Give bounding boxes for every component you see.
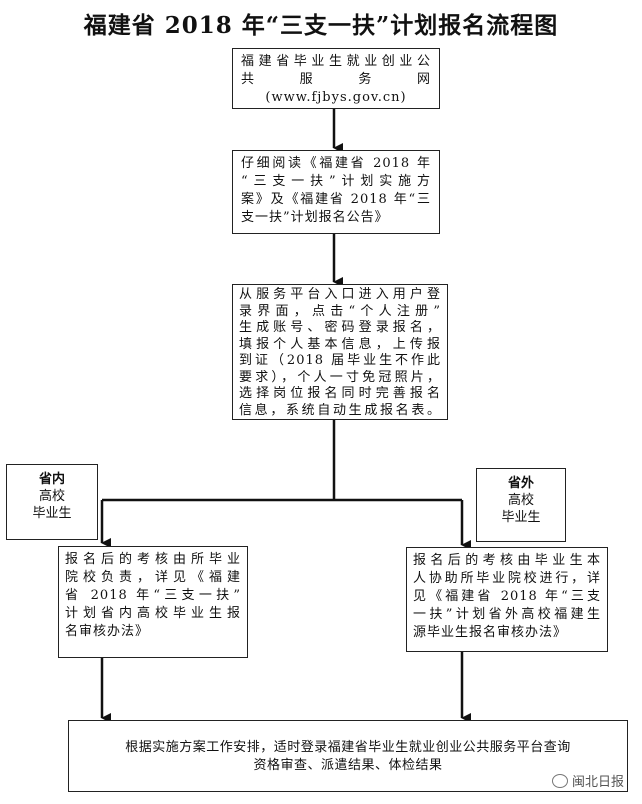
box-inside-review: 报名后的考核由所毕业 院校负责，详见《福建 省 2018 年“三支一扶” 计划省… — [58, 546, 248, 658]
page-title: 福建省 2018 年“三支一扶”计划报名流程图 — [83, 12, 559, 39]
watermark: 闽北日报 — [551, 771, 624, 790]
box-line: 根据实施方案工作安排，适时登录福建省毕业生就业创业公共服务平台查询 — [125, 740, 571, 755]
box-line: 支一扶”计划报名公告》 — [241, 210, 389, 225]
box-line: 见《福建省 2018 年“三支 — [413, 589, 601, 604]
box-outside-review: 报名后的考核由毕业生本 人协助所毕业院校进行，详 见《福建省 2018 年“三支… — [406, 547, 608, 652]
label-line: 高校 — [507, 493, 534, 508]
box-line: 从服务平台入口进入用户登 — [239, 287, 441, 302]
box-line: 报名后的考核由毕业生本 — [413, 553, 601, 568]
box-read-documents: 仔细阅读《福建省 2018 年 “三支一扶”计划实施方 案》及《福建省 2018… — [232, 150, 440, 234]
box-line: 仔细阅读《福建省 2018 年 — [241, 156, 431, 171]
box-line: 省 2018 年“三支一扶” — [65, 588, 241, 603]
box-line: 填报个人基本信息，上传报 — [239, 336, 441, 352]
box-website: 福建省毕业生就业创业公 共 服 务 网 (www.fjbys.gov.cn) — [232, 48, 440, 109]
box-line: 信息，系统自动生成报名表。 — [239, 402, 441, 418]
box-line: 选择岗位报名同时完善报名 — [239, 386, 441, 401]
box-line: 源毕业生报名审核办法》 — [413, 625, 568, 640]
box-line: 报名后的考核由所毕业 — [65, 552, 241, 567]
box-line: 资格审查、派遣结果、体检结果 — [253, 758, 443, 773]
label-outside-province: 省外 高校 毕业生 — [476, 468, 566, 542]
wechat-icon — [551, 774, 568, 788]
box-line: 到证（2018 届毕业生不作此 — [239, 353, 441, 368]
label-inside-province: 省内 高校 毕业生 — [6, 464, 98, 540]
box-line: 一扶”计划省外高校福建生 — [413, 607, 601, 622]
box-line: 院校负责，详见《福建 — [65, 570, 241, 585]
label-line: 毕业生 — [32, 506, 72, 521]
box-line: 生成账号、密码登录报名， — [239, 320, 441, 335]
box-final-query: 根据实施方案工作安排，适时登录福建省毕业生就业创业公共服务平台查询 资格审查、派… — [68, 720, 628, 792]
box-line: “三支一扶”计划实施方 — [241, 174, 431, 189]
box-line: 名审核办法》 — [65, 624, 150, 639]
box-line: 共 服 务 网 — [241, 72, 431, 87]
box-line: 福建省毕业生就业创业公 — [241, 54, 431, 69]
watermark-text: 闽北日报 — [571, 775, 624, 790]
box-line: 案》及《福建省 2018 年“三 — [241, 192, 431, 207]
box-register-steps: 从服务平台入口进入用户登 录界面，点击“个人注册” 生成账号、密码登录报名， 填… — [232, 284, 448, 420]
box-line: 计划省内高校毕业生报 — [65, 606, 241, 621]
box-line: 要求），个人一寸免冠照片， — [239, 369, 441, 385]
box-line: (www.fjbys.gov.cn) — [265, 90, 407, 105]
label-bold: 省内 — [38, 472, 65, 487]
label-line: 高校 — [38, 489, 65, 504]
box-line: 录界面，点击“个人注册” — [239, 303, 441, 319]
label-bold: 省外 — [507, 476, 534, 491]
box-line: 人协助所毕业院校进行，详 — [413, 571, 601, 586]
label-line: 毕业生 — [501, 510, 541, 525]
